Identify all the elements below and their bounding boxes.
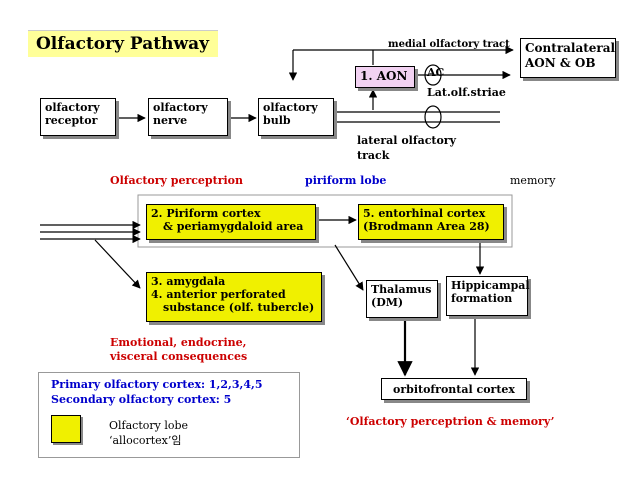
legend-yellow-swatch	[51, 415, 81, 443]
thalamus-box: Thalamus (DM)	[366, 280, 438, 318]
piriform-cortex-box: 2. Piriform cortex & periamygdaloid area	[146, 204, 316, 240]
entorhinal-cortex-box: 5. entorhinal cortex (Brodmann Area 28)	[358, 204, 504, 240]
legend-panel: Primary olfactory cortex: 1,2,3,4,5 Seco…	[38, 372, 300, 458]
lateral-track-label-1: lateral olfactory	[357, 134, 456, 147]
olfactory-nerve-box: olfactory nerve	[148, 98, 228, 136]
legend-primary: Primary olfactory cortex: 1,2,3,4,5	[51, 378, 263, 391]
contralateral-box: Contralateral AON & OB	[520, 38, 616, 78]
perception-memory-label: ‘Olfactory perceptrion & memory’	[346, 415, 555, 428]
memory-label: memory	[510, 174, 556, 187]
lat-olf-striae-label: Lat.olf.striae	[427, 86, 506, 99]
aon-box: 1. AON	[355, 66, 415, 88]
amygdala-box: 3. amygdala 4. anterior perforated subst…	[146, 272, 322, 322]
ac-label: AC	[427, 66, 445, 79]
hippocampal-box: Hippicampal formation	[446, 276, 530, 316]
legend-lobe-label-1: Olfactory lobe	[109, 419, 189, 432]
page-title: Olfactory Pathway	[36, 34, 209, 54]
lat-olf-striae-ring	[424, 105, 442, 129]
emotional-label-2: visceral consequences	[110, 350, 248, 363]
arrow-to-amygdala	[94, 239, 141, 289]
ac-ring	[424, 64, 442, 86]
medial-tract-label: medial olfactory tract	[388, 39, 510, 50]
piriform-lobe-label: piriform lobe	[305, 174, 387, 187]
lateral-track-label-2: track	[357, 149, 390, 162]
olfactory-bulb-box: olfactory bulb	[258, 98, 334, 136]
olfactory-receptor-box: olfactory receptor	[40, 98, 116, 136]
title-banner: Olfactory Pathway	[28, 30, 218, 57]
olfactory-perception-label: Olfactory perceptrion	[110, 174, 244, 187]
arrow-piriform-thalamus	[334, 244, 364, 291]
emotional-label-1: Emotional, endocrine,	[110, 336, 247, 349]
legend-secondary: Secondary olfactory cortex: 5	[51, 393, 232, 406]
orbitofrontal-box: orbitofrontal cortex	[381, 378, 527, 400]
legend-lobe-label-2: ‘allocortex’임	[109, 434, 182, 447]
